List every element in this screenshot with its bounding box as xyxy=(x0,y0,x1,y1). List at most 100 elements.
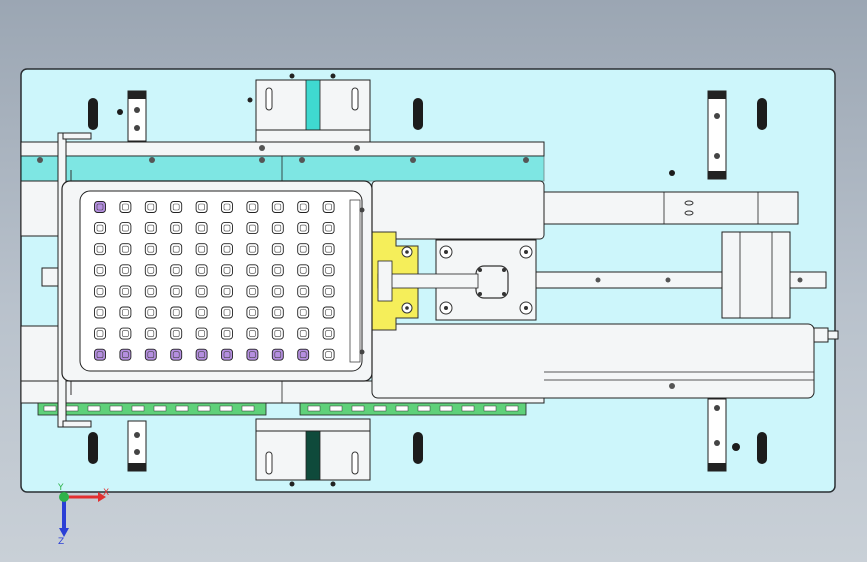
tray-cell xyxy=(322,327,335,340)
tray-cell-pocket xyxy=(198,351,205,359)
tray-cell xyxy=(144,243,157,256)
tray-cell-pocket xyxy=(172,266,180,274)
tray-cell-pocket xyxy=(325,309,332,316)
tray-cell xyxy=(246,222,259,235)
tray-cell-pocket xyxy=(223,330,231,337)
tray-cell xyxy=(94,327,106,340)
tray-cell xyxy=(246,285,259,298)
tray-cell-pocket xyxy=(223,203,231,211)
motor-block xyxy=(721,231,791,319)
tray-cell-pocket xyxy=(122,266,129,274)
cylinder-block-top xyxy=(247,73,371,143)
upper-center-block xyxy=(371,180,545,240)
tray-cell-pocket xyxy=(299,351,307,359)
tray-cell xyxy=(297,285,310,298)
tray-cell xyxy=(221,348,233,361)
base-plate-slots xyxy=(88,98,767,464)
tray-cell-pocket xyxy=(325,330,332,337)
tray-cell xyxy=(144,285,157,298)
tray-cell xyxy=(271,285,284,298)
tray-cell-pocket xyxy=(122,245,129,253)
tray-cell-pocket xyxy=(249,224,256,232)
tray-cell xyxy=(195,306,208,319)
tray-cell-pocket xyxy=(198,288,205,295)
tray-cell xyxy=(297,327,310,340)
tray-cell xyxy=(322,306,335,319)
clamp-block-right-bottom xyxy=(707,398,727,472)
tray-cell-pocket xyxy=(198,203,205,211)
tray-cell-pocket xyxy=(96,245,104,253)
tray-cell xyxy=(195,348,208,361)
tray-cell-pocket xyxy=(172,245,180,253)
tray-cell xyxy=(94,243,106,256)
tray-cell xyxy=(246,201,259,213)
tray-cell xyxy=(170,243,183,256)
tray-cell-pocket xyxy=(198,266,205,274)
tray-cell-pocket xyxy=(274,203,282,211)
tray-cell-pocket xyxy=(274,266,282,274)
tray-cell xyxy=(322,222,335,235)
tray-cell-pocket xyxy=(325,266,332,274)
tray-cell-pocket xyxy=(147,351,155,359)
tray-cell-pocket xyxy=(274,245,282,253)
tray-cell xyxy=(322,285,335,298)
tray-cell-pocket xyxy=(122,309,129,316)
tray-cell-pocket xyxy=(325,224,332,232)
tray-cell-pocket xyxy=(96,309,104,316)
slider-assembly xyxy=(365,231,537,331)
coordinate-triad: X Y Z xyxy=(57,483,109,547)
tray-cell xyxy=(322,243,335,256)
tray-cell-pocket xyxy=(274,330,282,337)
tray-cell xyxy=(271,264,284,277)
tray-cell xyxy=(221,306,233,319)
tray-cell xyxy=(144,306,157,319)
tray-cell xyxy=(144,327,157,340)
tray-cell xyxy=(271,243,284,256)
tray-cell xyxy=(221,201,233,213)
tray-cell xyxy=(170,285,183,298)
tray-cell xyxy=(94,306,106,319)
tray-cell-pocket xyxy=(325,245,332,253)
tray-cell-pocket xyxy=(249,330,256,337)
tray-cell-pocket xyxy=(172,309,180,316)
tray-cell xyxy=(94,222,106,235)
axis-z-label: Z xyxy=(58,537,64,547)
tray-cell-pocket xyxy=(325,203,332,211)
tray-cell-pocket xyxy=(299,266,307,274)
tray-cell xyxy=(246,243,259,256)
tray-cell xyxy=(170,222,183,235)
tray-cell xyxy=(246,327,259,340)
axis-x-label: X xyxy=(103,488,109,498)
tray-cell-pocket xyxy=(147,288,155,295)
tray-cell-pocket xyxy=(249,245,256,253)
tray-cell-pocket xyxy=(172,288,180,295)
tray-cell-pocket xyxy=(198,330,205,337)
tray-cell-pocket xyxy=(122,203,129,211)
tray-cell-pocket xyxy=(147,330,155,337)
tray-cell-pocket xyxy=(325,351,332,359)
tray-cell xyxy=(221,264,233,277)
tray-cell xyxy=(297,201,310,213)
tray-cell-pocket xyxy=(299,288,307,295)
tray-cell-pocket xyxy=(249,351,256,359)
tray-cell xyxy=(170,306,183,319)
tray-cell xyxy=(94,285,106,298)
tray-cell xyxy=(144,348,157,361)
tray-cell xyxy=(94,264,106,277)
tray-cell-pocket xyxy=(299,203,307,211)
tray-cells xyxy=(94,201,335,361)
clamp-block-right-top xyxy=(707,90,727,180)
tray-cell xyxy=(297,264,310,277)
tray-cell-pocket xyxy=(96,224,104,232)
tray-cell-pocket xyxy=(223,245,231,253)
tray-cell-pocket xyxy=(223,224,231,232)
tray-cell xyxy=(119,285,132,298)
tray-cell-pocket xyxy=(198,245,205,253)
tray-cell-pocket xyxy=(249,288,256,295)
tray-cell-pocket xyxy=(96,351,104,359)
tray-cell-pocket xyxy=(223,288,231,295)
tray-cell xyxy=(271,222,284,235)
tray-cell-pocket xyxy=(122,288,129,295)
tray-cell-pocket xyxy=(96,266,104,274)
